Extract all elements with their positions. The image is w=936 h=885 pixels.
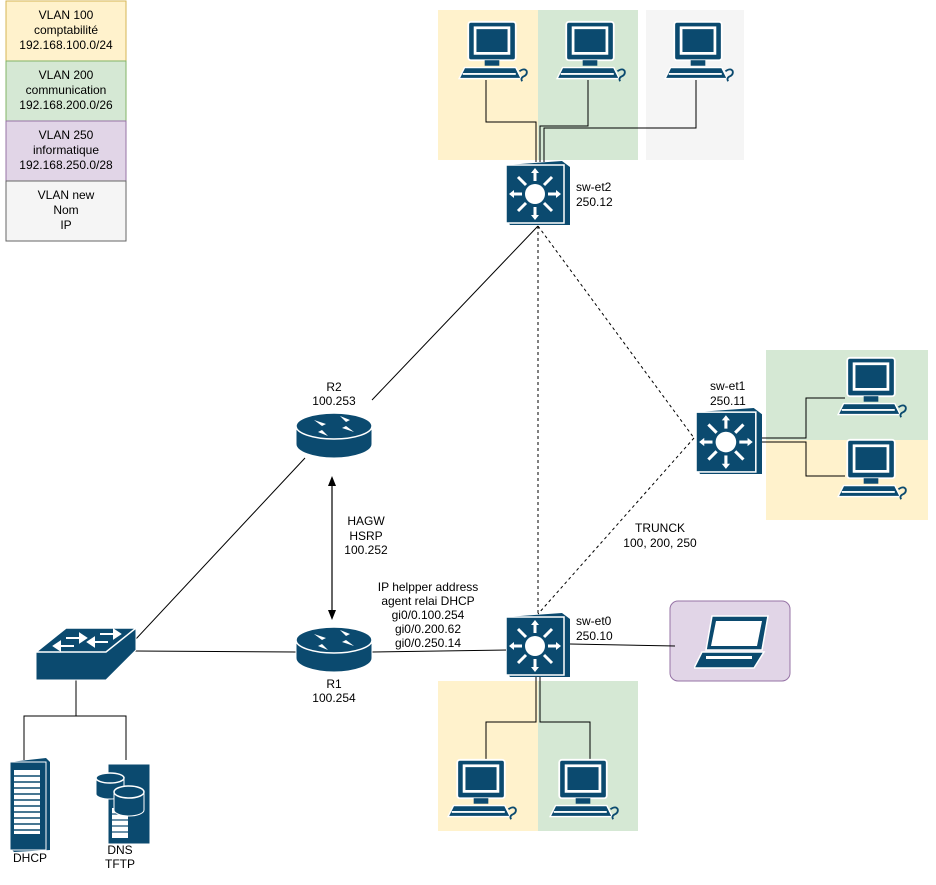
legend-vlan100-line3: 192.168.100.0/24 — [19, 38, 113, 52]
dhcp-relay-line5: gi0/0.250.14 — [395, 636, 461, 650]
trunk-line2: 100, 200, 250 — [623, 536, 697, 550]
dhcp-relay-line2: agent relai DHCP — [381, 594, 474, 608]
legend-vlannew-line2: Nom — [53, 203, 78, 217]
sw-et0-icon[interactable] — [506, 612, 570, 678]
sw-et1-name: sw-et1 — [710, 379, 746, 393]
vlan-legend: VLAN 100 comptabilité 192.168.100.0/24 V… — [5, 0, 127, 242]
legend-vlan100 — [5, 0, 127, 62]
dns-server-label-line1: DNS — [107, 843, 132, 857]
legend-vlannew — [5, 180, 127, 242]
sw-et0-name: sw-et0 — [576, 614, 612, 628]
dhcp-relay-line3: gi0/0.100.254 — [392, 608, 465, 622]
legend-vlan100-line1: VLAN 100 — [39, 8, 94, 22]
r2-router-icon[interactable] — [295, 412, 373, 459]
r2-name: R2 — [326, 380, 342, 394]
trunk-links — [537, 225, 695, 615]
access-switch-icon[interactable] — [33, 627, 139, 681]
hsrp-line2: HSRP — [349, 529, 382, 543]
legend-vlan250-line1: VLAN 250 — [39, 128, 94, 142]
sw-et2-ip: 250.12 — [576, 195, 613, 209]
links — [23, 80, 845, 762]
hsrp-line3: 100.252 — [344, 543, 388, 557]
dhcp-relay-line1: IP helpper address — [378, 580, 479, 594]
sw-et0-ip: 250.10 — [576, 629, 613, 643]
r1-router-icon[interactable] — [295, 626, 373, 673]
dhcp-server-label: DHCP — [13, 851, 47, 865]
legend-vlannew-line3: IP — [60, 218, 71, 232]
r1-name: R1 — [326, 677, 342, 691]
dns-server-label-line2: TFTP — [105, 857, 135, 871]
dns-tftp-server-icon[interactable] — [95, 763, 151, 845]
r1-ip: 100.254 — [312, 691, 356, 705]
legend-vlan250 — [5, 120, 127, 182]
legend-vlannew-line1: VLAN new — [38, 188, 95, 202]
legend-vlan250-line3: 192.168.250.0/28 — [19, 158, 113, 172]
hsrp-arrow — [328, 476, 336, 620]
sw-et2-icon[interactable] — [506, 160, 570, 226]
legend-vlan200-line3: 192.168.200.0/26 — [19, 98, 113, 112]
sw-et1-ip: 250.11 — [710, 394, 746, 408]
legend-vlan200 — [5, 60, 127, 122]
legend-vlan250-line2: informatique — [33, 143, 99, 157]
dhcp-server-icon[interactable] — [9, 758, 50, 852]
legend-vlan100-line2: comptabilité — [34, 23, 98, 37]
hsrp-line1: HAGW — [347, 514, 385, 528]
legend-vlan200-line1: VLAN 200 — [39, 68, 94, 82]
r2-ip: 100.253 — [312, 394, 356, 408]
sw-et1-icon[interactable] — [696, 408, 762, 474]
dhcp-relay-line4: gi0/0.200.62 — [395, 622, 461, 636]
sw-et2-name: sw-et2 — [576, 180, 612, 194]
legend-vlan200-line2: communication — [26, 83, 107, 97]
trunk-line1: TRUNCK — [635, 521, 685, 535]
